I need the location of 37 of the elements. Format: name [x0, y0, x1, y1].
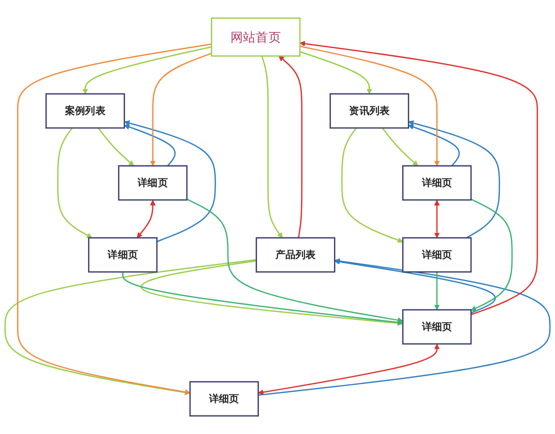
node-box: 网站首页 — [210, 17, 301, 57]
arrow — [408, 124, 460, 166]
node-box: 详细页 — [189, 381, 259, 417]
arrow — [408, 120, 500, 238]
arrow — [4, 259, 256, 396]
arrow — [124, 120, 216, 242]
arrow — [278, 56, 302, 238]
arrow — [261, 56, 283, 238]
arrow — [57, 128, 92, 238]
arrow — [98, 128, 134, 166]
arrow — [186, 198, 404, 323]
arrow — [341, 128, 404, 243]
node-box: 资讯列表 — [330, 93, 410, 129]
arrow — [258, 258, 551, 396]
node-box: 详细页 — [402, 309, 472, 345]
arrow — [141, 260, 404, 326]
node-box: 产品列表 — [256, 237, 336, 273]
arrow — [300, 40, 538, 316]
arrow — [382, 128, 418, 166]
node-box: 详细页 — [88, 237, 158, 273]
arrow — [434, 272, 440, 310]
arrow — [434, 200, 440, 238]
node-box: 详细页 — [118, 165, 188, 201]
node-box: 详细页 — [402, 165, 472, 201]
arrow — [17, 43, 212, 395]
node-box: 案例列表 — [45, 93, 126, 129]
arrow — [136, 200, 156, 238]
node-box: 详细页 — [402, 237, 472, 273]
arrow — [470, 198, 513, 311]
arrow — [150, 52, 212, 166]
arrow — [334, 259, 496, 314]
arrow — [82, 46, 212, 94]
arrow — [300, 51, 372, 94]
arrow — [258, 344, 440, 395]
arrow — [124, 124, 176, 166]
arrow — [300, 46, 440, 166]
arrow — [122, 272, 404, 326]
